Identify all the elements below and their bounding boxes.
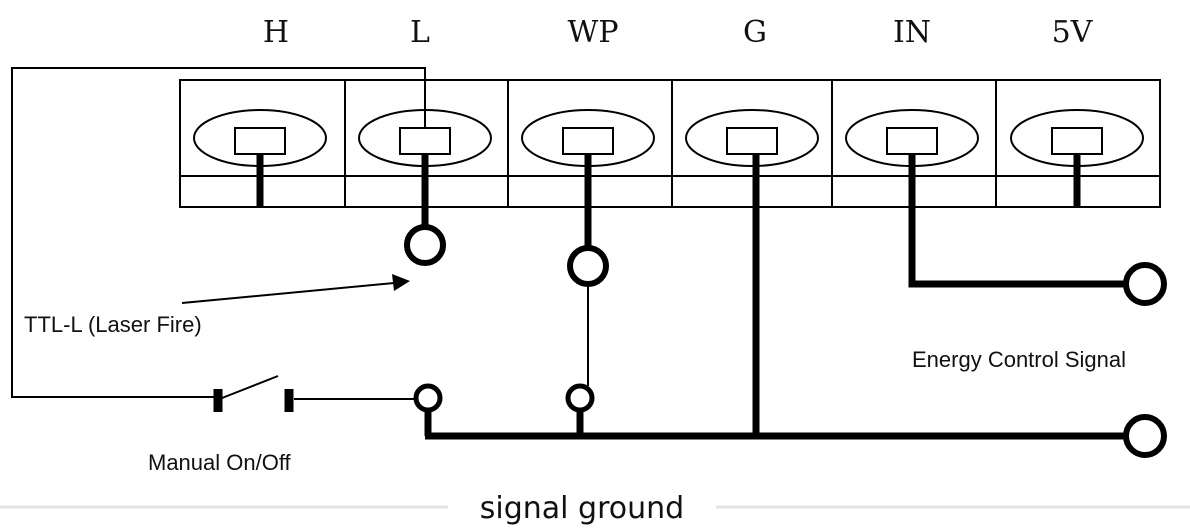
terminal-label-5v: 5V [1052,15,1094,50]
terminal-pin-wp-ground [565,383,595,413]
signal-ground-caption: signal ground [480,491,684,526]
ttl-arrow-head [392,274,410,291]
terminal-pin-l [404,224,446,266]
terminal-labels: H L WP G IN 5V [263,15,1094,50]
wire-l-to-switch [11,67,426,398]
terminal-block-frame [179,79,1161,208]
terminal-block [179,79,1161,208]
energy-control-annotation: Energy Control Signal [912,347,1126,372]
manual-switch [213,375,294,412]
manual-switch-annotation: Manual On/Off [148,450,292,475]
terminal-label-l: L [410,15,430,50]
terminal-label-wp: WP [567,15,618,50]
ttl-arrow-line [181,282,395,304]
wire-in-signal [908,154,1128,288]
energy-signal-terminal [1123,262,1167,306]
terminal-pin-wp [567,245,609,287]
terminal-label-g: G [743,15,767,50]
terminal-label-h: H [263,15,289,50]
switch-lever [221,375,279,399]
terminal-screw-g [685,109,819,167]
signal-ground-terminal [1123,414,1167,458]
ttl-annotation: TTL-L (Laser Fire) [24,312,202,337]
ground-pin-manual [413,383,443,413]
terminal-label-in: IN [893,15,931,50]
